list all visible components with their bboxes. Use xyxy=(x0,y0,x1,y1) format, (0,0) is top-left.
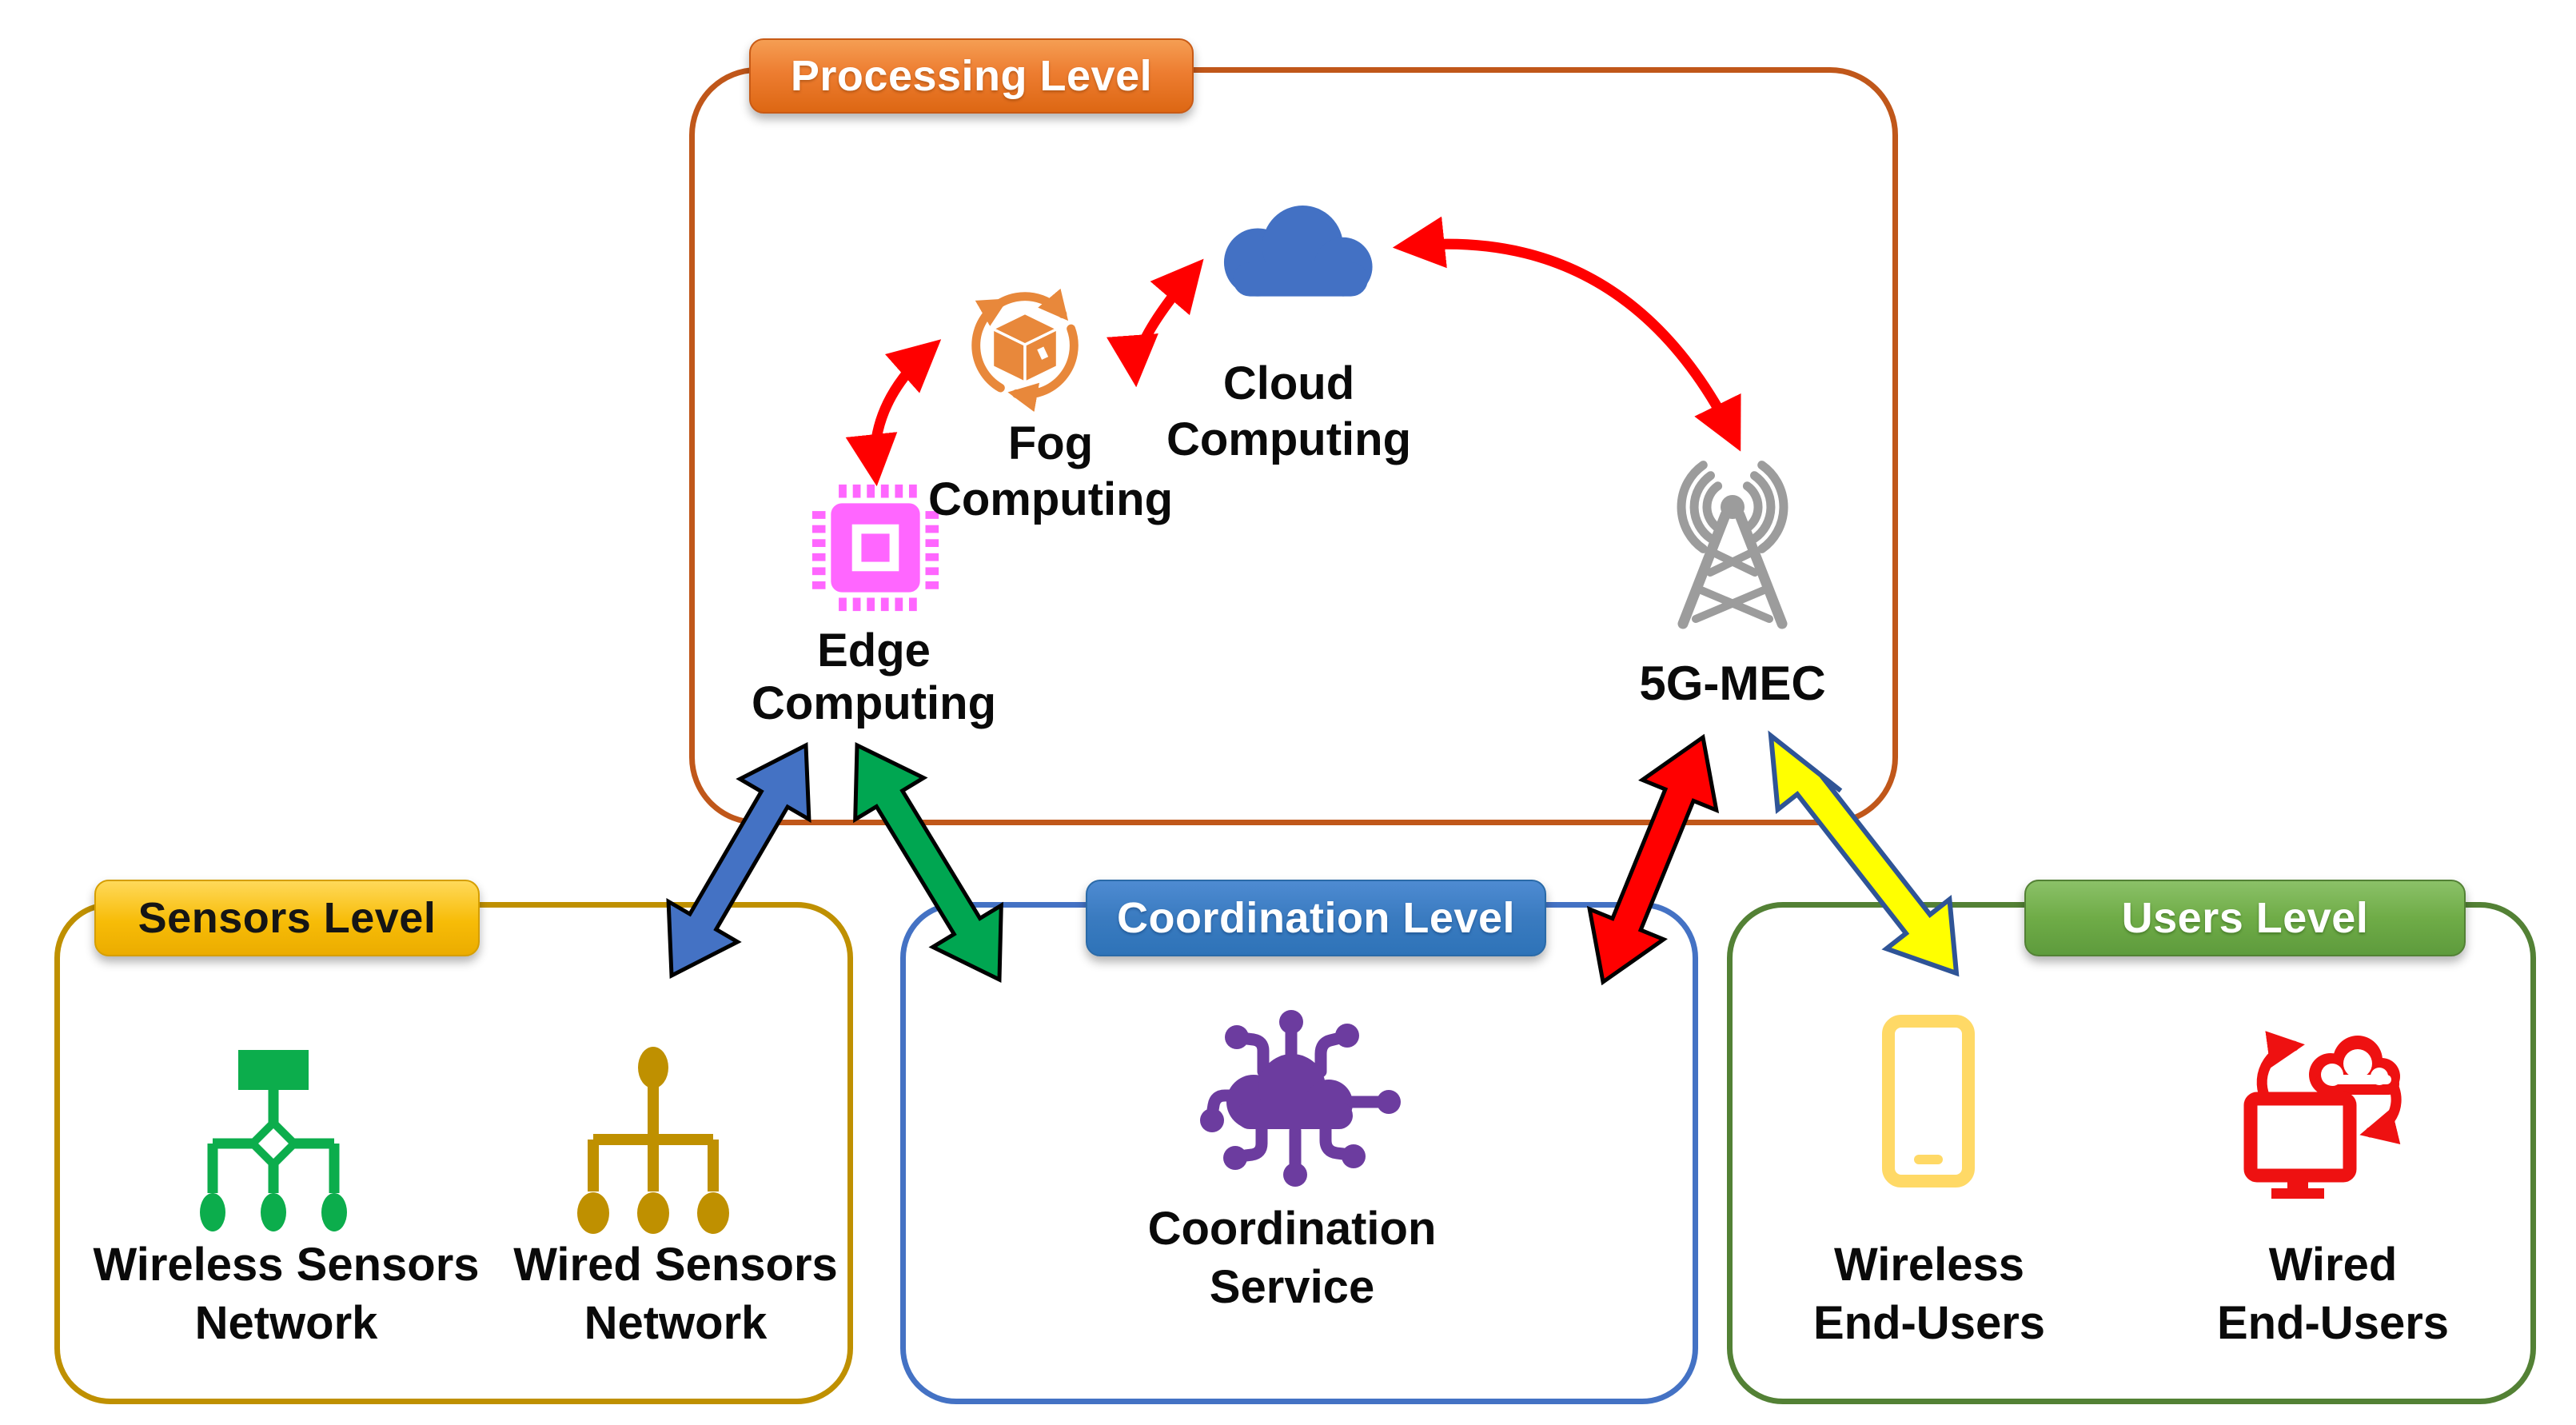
arrow-sensors-processing xyxy=(666,741,811,980)
coordination-service-caption: Coordination Service xyxy=(1147,1203,1437,1313)
arrow-cloud-5gmec xyxy=(1392,216,1741,452)
coordination-level-label: Coordination Level xyxy=(1086,880,1546,956)
wireless-end-users-caption: Wireless End-Users xyxy=(1812,1239,2046,1349)
arrow-edge-fog xyxy=(845,339,942,487)
cloud-circuit-icon xyxy=(1191,990,1401,1190)
users-level-box xyxy=(1727,902,2536,1404)
fog-cycle-package-icon xyxy=(958,278,1092,413)
fog-computing-caption: Fog Computing xyxy=(927,417,1174,525)
monitor-cloud-sync-icon xyxy=(2243,1006,2418,1199)
smartphone-icon xyxy=(1881,1014,1976,1188)
edge-computing-caption: Edge Computing xyxy=(751,625,997,729)
processing-level-label: Processing Level xyxy=(749,38,1194,114)
users-level-label: Users Level xyxy=(2024,880,2466,956)
cloud-computing-caption: Cloud Computing xyxy=(1166,357,1412,465)
sensors-level-label: Sensors Level xyxy=(94,880,480,956)
5g-mec-caption: 5G-MEC xyxy=(1639,657,1826,710)
arrow-coordination-processing-green xyxy=(853,742,1003,983)
cpu-chip-icon xyxy=(809,481,942,614)
cloud-icon xyxy=(1199,192,1379,305)
antenna-tower-icon xyxy=(1645,457,1820,641)
wired-sensor-network-icon xyxy=(577,1044,729,1234)
arrow-users-5gmec-yellow xyxy=(1768,730,1960,977)
wireless-sensors-network-caption: Wireless Sensors Network xyxy=(93,1239,480,1349)
wireless-sensor-network-icon xyxy=(200,1044,347,1231)
arrow-fog-cloud xyxy=(1107,258,1204,388)
wired-sensors-network-caption: Wired Sensors Network xyxy=(513,1239,838,1349)
sensors-level-box xyxy=(54,902,853,1404)
arrow-coordination-5gmec-red xyxy=(1586,733,1720,986)
wired-end-users-caption: Wired End-Users xyxy=(2216,1239,2450,1349)
